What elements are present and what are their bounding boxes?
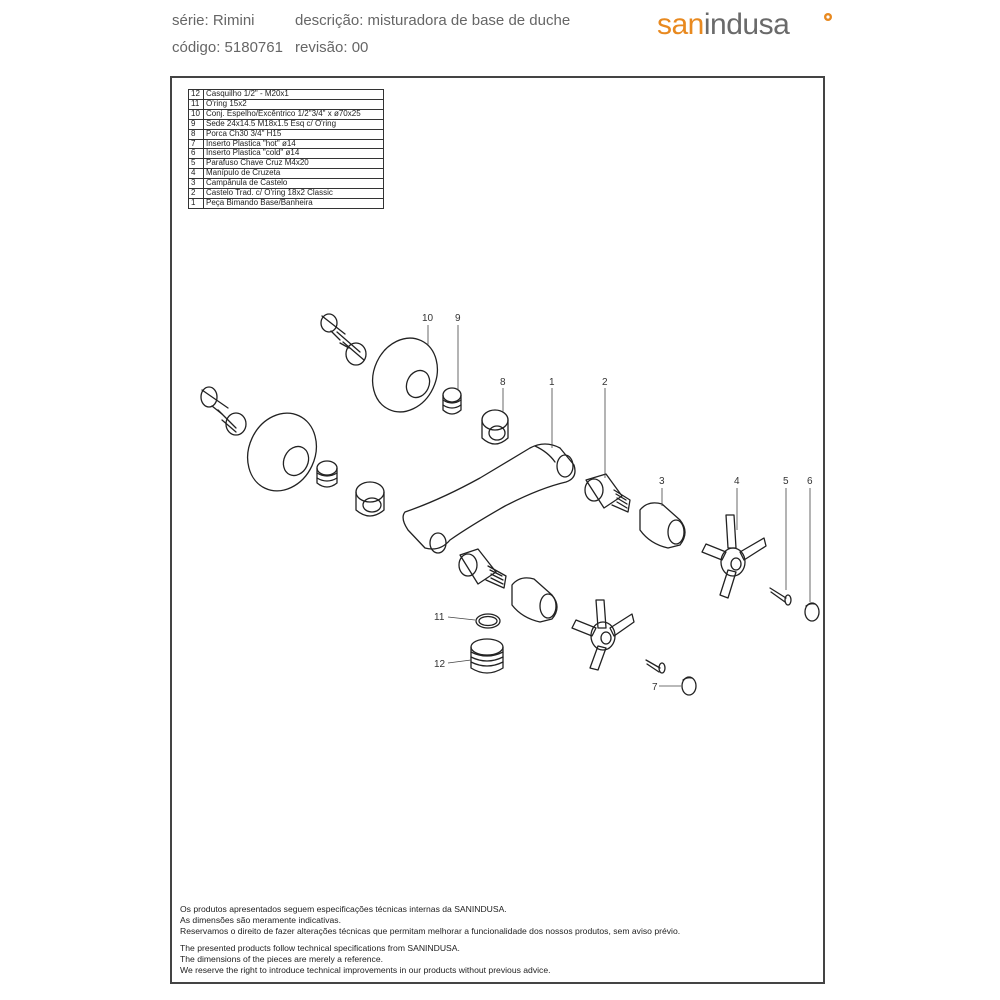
note-pt-3: Reservamos o direito de fazer alterações… (180, 925, 681, 936)
callout-7: 7 (652, 682, 658, 693)
escutcheon-upper (371, 337, 439, 413)
escutcheon-lower (246, 412, 318, 492)
callout-12: 12 (434, 659, 446, 670)
codigo-label: código: 5180761 (172, 39, 283, 56)
bell-cap-lower (511, 577, 558, 623)
descricao-label: descrição: misturadora de base de duche (295, 12, 571, 29)
seat-lower (316, 460, 338, 488)
revisao-label: revisão: 00 (295, 39, 369, 56)
callout-5: 5 (783, 476, 789, 487)
part-description: Peça Bimando Base/Banheira (203, 197, 384, 209)
cartridge-lower (458, 548, 507, 589)
note-pt-1: Os produtos apresentados seguem especifi… (180, 904, 507, 914)
callout-10: 10 (422, 313, 434, 324)
drawing-frame (170, 76, 825, 984)
cross-handle-upper (701, 514, 767, 599)
o-ring (475, 613, 501, 629)
logo-mark-icon (824, 13, 832, 21)
callout-9: 9 (455, 313, 461, 324)
note-en-3: We reserve the right to introduce techni… (180, 964, 551, 975)
eccentric-connector-upper (320, 313, 367, 366)
mixer-body (402, 443, 576, 554)
note-en-1: The presented products follow technical … (180, 943, 460, 954)
disclaimer-notes: Os produtos apresentados seguem especifi… (180, 904, 680, 976)
insert-cold (804, 602, 820, 622)
callout-6: 6 (807, 476, 813, 487)
cross-handle-lower (571, 599, 635, 671)
seat-upper (442, 387, 462, 415)
eccentric-connector-lower (200, 386, 247, 436)
note-en-2: The dimensions of the pieces are merely … (180, 954, 384, 965)
bushing (470, 638, 504, 674)
brand-logo: sanindusa (657, 8, 790, 41)
serie-label: série: Rimini (172, 12, 255, 29)
callout-8: 8 (500, 377, 506, 388)
nut-lower (355, 481, 385, 517)
cartridge-upper (584, 473, 631, 513)
bell-cap-upper (639, 502, 686, 549)
callout-2: 2 (602, 377, 608, 388)
insert-hot (681, 676, 697, 696)
note-pt-2: As dimensões são meramente indicativas. (180, 914, 341, 925)
callout-4: 4 (734, 476, 740, 487)
nut-upper (481, 409, 509, 445)
callout-11: 11 (434, 612, 445, 623)
screw-lower (645, 659, 666, 674)
screw-upper (769, 587, 792, 606)
callout-1: 1 (549, 377, 555, 388)
callout-3: 3 (659, 476, 665, 487)
